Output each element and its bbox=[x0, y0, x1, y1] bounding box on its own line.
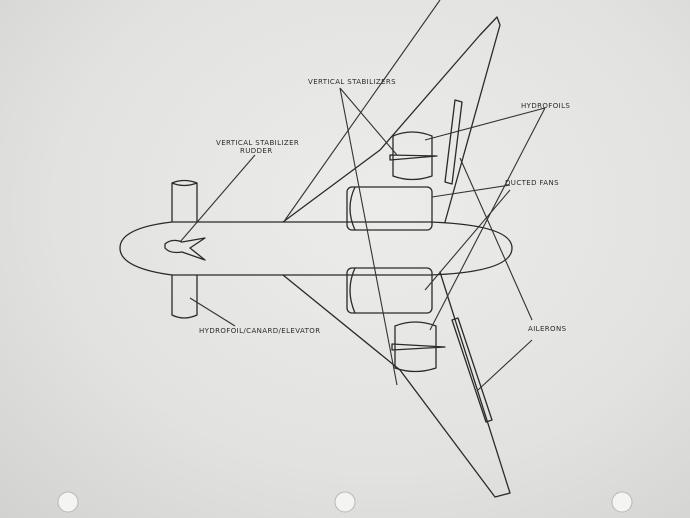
label-hydrofoil-canard-elevator: HYDROFOIL/CANARD/ELEVATOR bbox=[199, 327, 320, 335]
canard-upper bbox=[171, 179, 198, 223]
upper-wing bbox=[282, 16, 501, 223]
punch-hole bbox=[334, 491, 356, 513]
label-ailerons: AILERONS bbox=[528, 325, 567, 333]
vertical-stabilizer-rudder bbox=[164, 237, 206, 261]
ducted-fan-upper bbox=[346, 186, 433, 231]
label-hydrofoils: HYDROFOILS bbox=[521, 102, 570, 110]
aileron-upper bbox=[444, 99, 463, 185]
fuselage bbox=[119, 221, 513, 276]
hydrofoil-pod-upper bbox=[389, 131, 438, 181]
ducted-fan-upper-edge bbox=[349, 186, 356, 231]
aileron-lower bbox=[451, 317, 493, 423]
label-rudder-line2: RUDDER bbox=[240, 147, 272, 155]
label-rudder-line1: VERTICAL STABILIZER bbox=[216, 139, 299, 147]
lower-wing bbox=[282, 271, 511, 498]
punch-hole bbox=[57, 491, 79, 513]
label-vertical-stabilizers: VERTICAL STABILIZERS bbox=[308, 78, 396, 86]
punch-hole bbox=[611, 491, 633, 513]
leader-lines bbox=[179, 0, 546, 391]
canard-lower bbox=[171, 274, 198, 319]
ducted-fan-lower-edge bbox=[349, 267, 356, 314]
ducted-fan-lower bbox=[346, 267, 433, 314]
label-ducted-fans: DUCTED FANS bbox=[505, 179, 559, 187]
hydrofoil-pod-lower bbox=[391, 321, 446, 373]
